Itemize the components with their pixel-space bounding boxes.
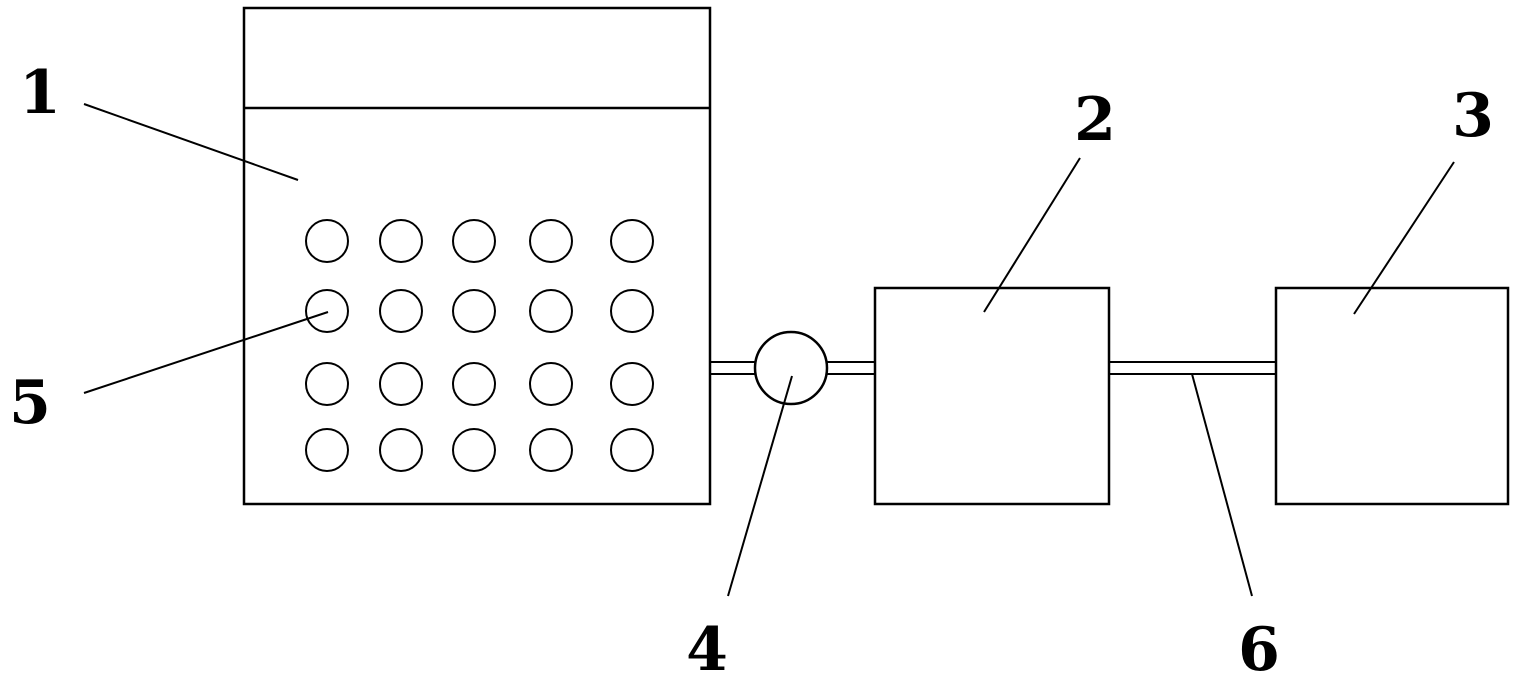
hole-r3-c4 [529, 362, 573, 406]
hole-r4-c2 [379, 428, 423, 472]
hole-r1-c3 [452, 219, 496, 263]
leader-line-4 [727, 375, 793, 597]
hole-r3-c2 [379, 362, 423, 406]
hole-r1-c2 [379, 219, 423, 263]
leader-line-3 [1353, 161, 1455, 315]
hole-r4-c1 [305, 428, 349, 472]
hole-r1-c5 [610, 219, 654, 263]
hole-r2-c5 [610, 289, 654, 333]
label-3: 3 [1452, 81, 1494, 151]
label-1: 1 [19, 58, 61, 128]
box-2 [873, 286, 1111, 506]
leader-line-2 [983, 157, 1081, 313]
hole-r4-c3 [452, 428, 496, 472]
pump-4 [753, 330, 829, 406]
hole-grid [305, 219, 654, 472]
hole-r2-c1 [305, 289, 349, 333]
label-2: 2 [1074, 85, 1116, 155]
hole-r1-c4 [529, 219, 573, 263]
box-3 [1274, 286, 1510, 506]
hole-r3-c5 [610, 362, 654, 406]
tank-body [242, 6, 712, 506]
pipe-6 [1109, 361, 1276, 375]
hole-r4-c5 [610, 428, 654, 472]
hole-r2-c2 [379, 289, 423, 333]
pipe-tank-to-pump [710, 361, 756, 375]
leader-line-5 [83, 311, 329, 394]
pipe-pump-to-box2 [826, 361, 875, 375]
hole-r3-c1 [305, 362, 349, 406]
hole-r2-c3 [452, 289, 496, 333]
label-6: 6 [1238, 615, 1280, 685]
tank-1 [242, 6, 712, 506]
leader-line-1 [83, 103, 299, 181]
hole-r1-c1 [305, 219, 349, 263]
hole-r4-c4 [529, 428, 573, 472]
label-4: 4 [686, 615, 728, 685]
leader-line-6 [1191, 373, 1253, 597]
hole-r2-c4 [529, 289, 573, 333]
label-5: 5 [9, 368, 51, 438]
hole-r3-c3 [452, 362, 496, 406]
